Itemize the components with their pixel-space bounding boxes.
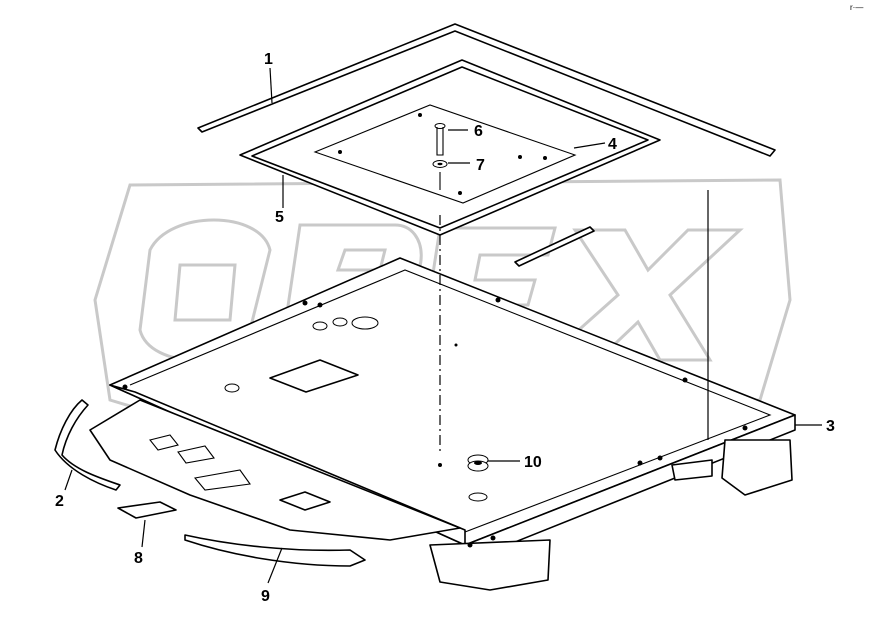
callout-6: 6 [474, 123, 483, 140]
callout-2: 2 [55, 493, 64, 510]
part-2-edge-strip [54, 399, 121, 491]
part-1-upper-gasket-strip [197, 23, 776, 267]
corner-mark: r·— [850, 3, 863, 12]
part-6-bolt [434, 123, 446, 156]
callout-8: 8 [134, 550, 143, 567]
part-8-pad [117, 501, 177, 519]
callout-labels: 1 2 3 4 5 6 7 8 9 10 r·— [55, 3, 863, 605]
callout-4: 4 [608, 136, 617, 153]
part-4-inner-plate [313, 104, 577, 204]
leader-lines [64, 67, 822, 584]
part-10-grommet [467, 454, 489, 502]
part-5-frame [239, 59, 661, 236]
callout-9: 9 [261, 588, 270, 605]
part-9-lower-strip [184, 534, 366, 567]
callout-1: 1 [264, 51, 273, 68]
underside-plate [89, 399, 461, 541]
part-7-washer [432, 160, 448, 190]
callout-3: 3 [826, 418, 835, 435]
callout-5: 5 [275, 209, 284, 226]
callout-10: 10 [524, 454, 542, 471]
callout-7: 7 [476, 157, 485, 174]
